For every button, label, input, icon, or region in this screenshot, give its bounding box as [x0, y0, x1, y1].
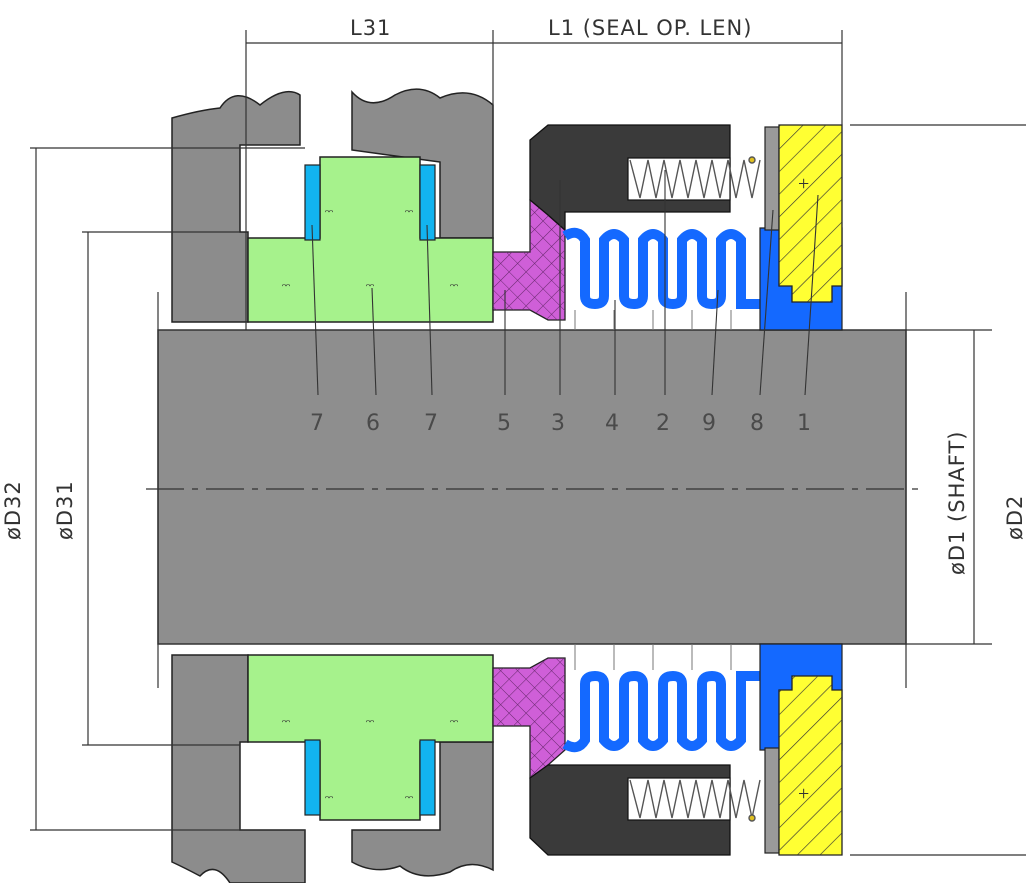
dim-l31-label: L31 — [350, 16, 391, 40]
svg-text:ᵔᵔ: ᵔᵔ — [325, 207, 333, 222]
dim-d2-label: øD2 — [1003, 495, 1026, 540]
spring-top — [629, 159, 761, 199]
part-number-labels: 7 6 7 5 3 4 2 9 8 1 — [310, 411, 812, 436]
svg-text:ᵔᵔ: ᵔᵔ — [366, 717, 374, 732]
dim-d31-label: øD31 — [53, 480, 77, 540]
svg-text:ᵔᵔ: ᵔᵔ — [366, 281, 374, 296]
dim-d1-label: øD1 (SHAFT) — [945, 431, 969, 575]
o-rings — [304, 164, 436, 816]
part-label: 7 — [310, 411, 325, 436]
seal-face: + + — [778, 124, 843, 856]
seal-face-top-hatch — [779, 125, 842, 302]
springs — [629, 156, 761, 822]
svg-text:ᵔᵔ: ᵔᵔ — [450, 281, 458, 296]
part-label: 6 — [366, 411, 381, 436]
drive-collar — [492, 199, 566, 779]
thrust-ring-top — [764, 126, 780, 231]
part-label: 4 — [605, 411, 620, 436]
collar-bottom-hatch — [493, 658, 565, 778]
shaft — [157, 329, 907, 645]
svg-text:ᵔᵔ: ᵔᵔ — [325, 793, 333, 808]
part-label: 3 — [551, 411, 566, 436]
o-ring-bottom-right — [419, 739, 436, 816]
svg-text:ᵔᵔ: ᵔᵔ — [450, 717, 458, 732]
part-label: 9 — [702, 411, 717, 436]
spring-bottom — [629, 779, 761, 819]
seal-face-bottom-hatch — [779, 676, 842, 855]
svg-text:ᵔᵔ: ᵔᵔ — [282, 281, 290, 296]
svg-text:+: + — [798, 173, 809, 195]
svg-text:ᵔᵔ: ᵔᵔ — [405, 793, 413, 808]
o-ring-bottom-left — [304, 739, 321, 816]
collar-top-hatch — [493, 200, 565, 320]
part-label: 8 — [750, 411, 765, 436]
dimension-lines — [30, 30, 1026, 856]
dim-d32-label: øD32 — [1, 480, 25, 540]
part-label: 2 — [656, 411, 671, 436]
thrust-ring-bottom — [764, 747, 780, 854]
part-label: 5 — [497, 411, 512, 436]
part-label: 1 — [797, 411, 812, 436]
bellows-bottom — [562, 670, 760, 753]
bellows-top — [562, 227, 760, 310]
part-label: 7 — [424, 411, 439, 436]
leader-lines — [311, 170, 819, 396]
dim-l1-label: L1 (SEAL OP. LEN) — [548, 16, 752, 40]
housing-top-left — [171, 90, 301, 323]
retainer — [529, 124, 731, 856]
svg-text:+: + — [798, 783, 809, 805]
svg-text:ᵔᵔ: ᵔᵔ — [405, 207, 413, 222]
svg-text:ᵔᵔ: ᵔᵔ — [282, 717, 290, 732]
housing-bottom-right — [351, 741, 494, 877]
